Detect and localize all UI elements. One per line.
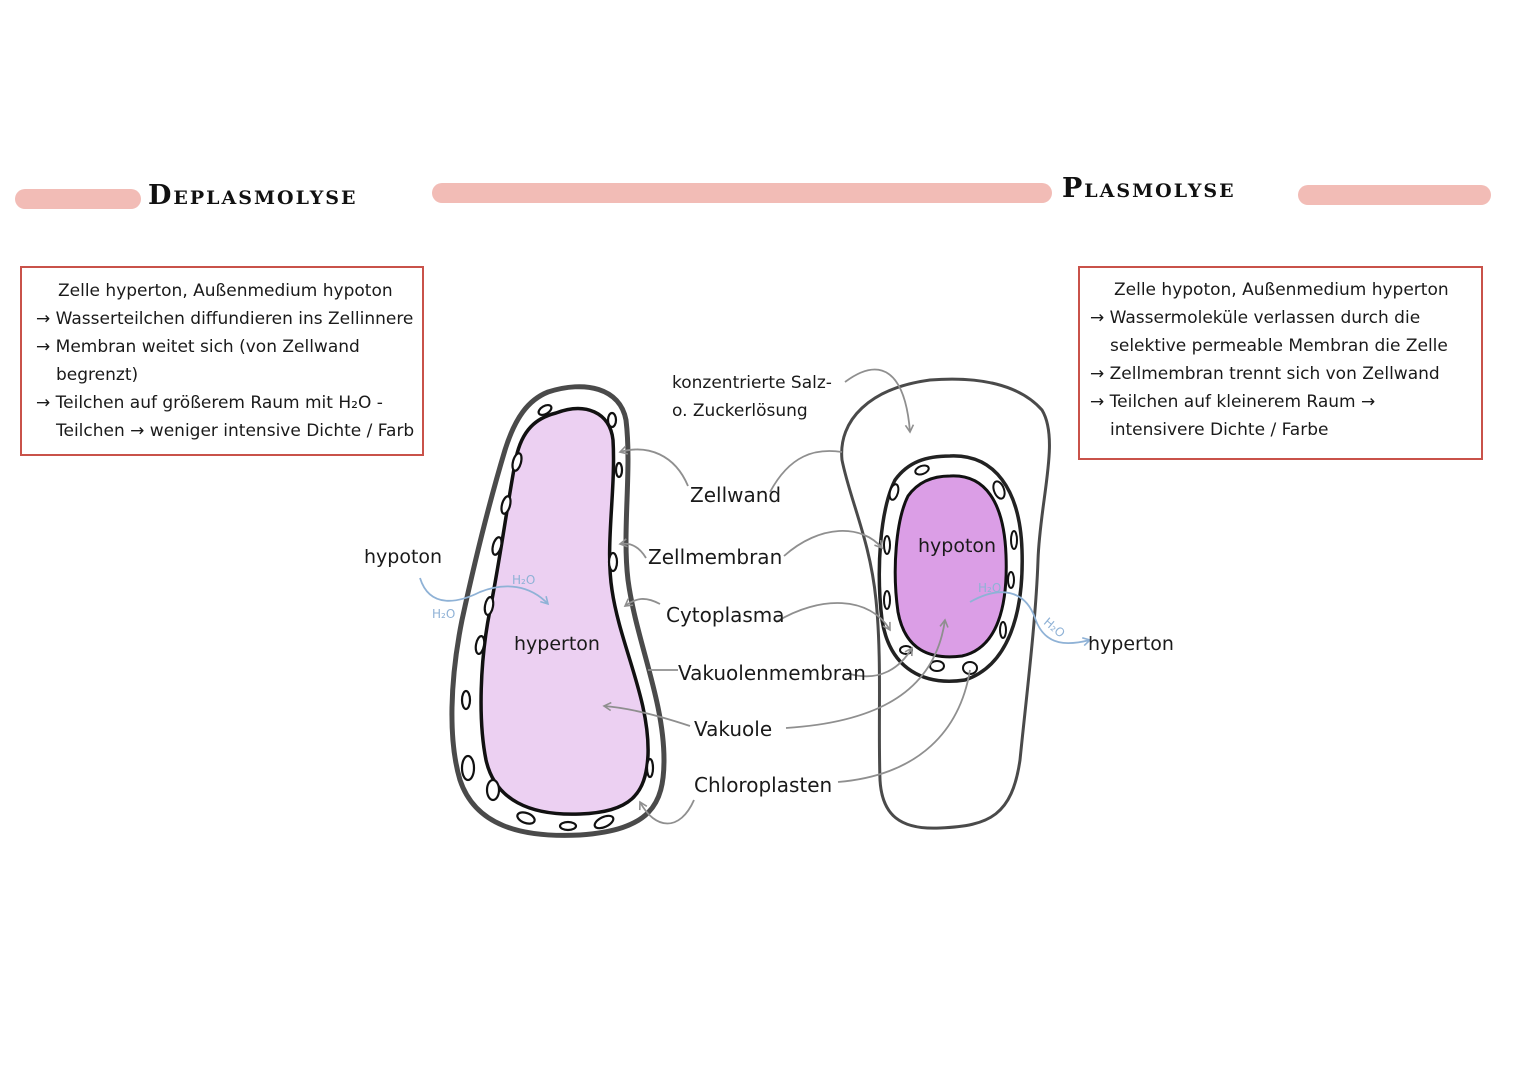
heading-plasmolyse: Plasmolyse [1062, 173, 1236, 204]
note-line: → Teilchen auf kleinerem Raum → [1090, 392, 1376, 412]
chloroplast [537, 403, 553, 417]
header-bar-middle [432, 183, 1052, 203]
header-bar-right [1298, 185, 1491, 205]
chloroplast [1007, 571, 1015, 589]
label-right-inside: hypoton [918, 535, 996, 557]
chloroplast [483, 596, 495, 616]
note-line: Teilchen → weniger intensive Dichte / Fa… [56, 421, 415, 441]
chloroplast [516, 811, 536, 825]
note-box-plasmolyse: Zelle hypoton, Außenmedium hyperton → Wa… [1078, 266, 1483, 460]
label-left-inside: hyperton [514, 633, 600, 655]
note-line: → Teilchen auf größerem Raum mit H₂O - [36, 393, 383, 413]
left-cell [449, 384, 667, 838]
pointer-zellmembran-right [783, 530, 884, 557]
chloroplast [607, 551, 619, 573]
left-vacuole [479, 406, 650, 816]
label-cytoplasma: Cytoplasma [666, 603, 785, 627]
water-arrow-out [969, 591, 1092, 647]
chloroplast [929, 660, 945, 672]
chloroplast [511, 452, 523, 472]
label-left-outside: hypoton [364, 546, 442, 568]
pointer-cytoplasma-left [623, 598, 661, 607]
note-line: → Zellmembran trennt sich von Zellwand [1090, 364, 1440, 384]
note-line: selektive permeable Membran die Zelle [1110, 336, 1448, 356]
pointer-lines [602, 368, 971, 825]
chloroplast [992, 480, 1006, 500]
chloroplast [614, 461, 624, 479]
left-chloroplasts [460, 403, 655, 832]
pointer-vakuole-right [785, 618, 949, 729]
chloroplast [1010, 530, 1018, 550]
pointer-vakuolenmembran-right [849, 646, 913, 678]
note-line: begrenzt) [56, 365, 139, 385]
label-vakuole: Vakuole [694, 717, 772, 741]
right-vacuole [893, 474, 1008, 659]
chloroplast [883, 535, 891, 555]
label-h2o: H₂O [978, 581, 1001, 595]
note-line: Zelle hyperton, Außenmedium hypoton [58, 281, 393, 301]
label-solution: o. Zuckerlösung [672, 401, 808, 421]
label-h2o: H₂O [1041, 615, 1068, 641]
note-line: → Wassermoleküle verlassen durch die [1090, 308, 1421, 328]
chloroplast [645, 757, 655, 779]
chloroplast [888, 483, 900, 501]
chloroplast [460, 689, 472, 711]
chloroplast [914, 464, 930, 476]
label-h2o: H₂O [432, 607, 455, 621]
heading-deplasmolyse: Deplasmolyse [148, 180, 358, 211]
chloroplast [606, 411, 618, 429]
chloroplast [500, 495, 512, 515]
pointer-chloroplasten-left [638, 799, 695, 825]
pointer-solution [844, 368, 915, 434]
header-bar-left [15, 189, 141, 209]
pointer-chloroplasten-right [837, 669, 971, 783]
chloroplast [883, 590, 891, 610]
label-h2o: H₂O [512, 573, 535, 587]
note-line: Zelle hypoton, Außenmedium hyperton [1114, 280, 1449, 300]
right-cell [840, 377, 1051, 830]
chloroplast [474, 635, 486, 655]
note-line: → Wasserteilchen diffundieren ins Zellin… [36, 309, 414, 329]
chloroplast [491, 536, 503, 556]
chloroplast [593, 814, 615, 830]
water-arrow-in [419, 577, 550, 606]
pointer-zellwand-left [618, 445, 689, 487]
label-vakuolenmembran: Vakuolenmembran [678, 661, 866, 685]
label-right-outside: hyperton [1088, 633, 1174, 655]
label-zellmembran: Zellmembran [648, 545, 782, 569]
chloroplast [460, 754, 476, 782]
label-zellwand: Zellwand [690, 483, 781, 507]
chloroplast [999, 621, 1007, 639]
label-solution: konzentrierte Salz- [672, 373, 832, 393]
water-arrows [419, 577, 1092, 647]
chloroplast [485, 778, 501, 802]
note-line: intensivere Dichte / Farbe [1110, 420, 1329, 440]
pointer-zellmembran-left [618, 538, 647, 559]
note-box-deplasmolyse: Zelle hyperton, Außenmedium hypoton → Wa… [20, 266, 424, 456]
pointer-cytoplasma-right [775, 602, 891, 632]
label-chloroplasten: Chloroplasten [694, 773, 832, 797]
pointer-vakuole-left [602, 701, 691, 727]
note-line: → Membran weitet sich (von Zellwand [36, 337, 360, 357]
chloroplast [558, 820, 578, 832]
pointer-zellwand-right [769, 450, 843, 493]
